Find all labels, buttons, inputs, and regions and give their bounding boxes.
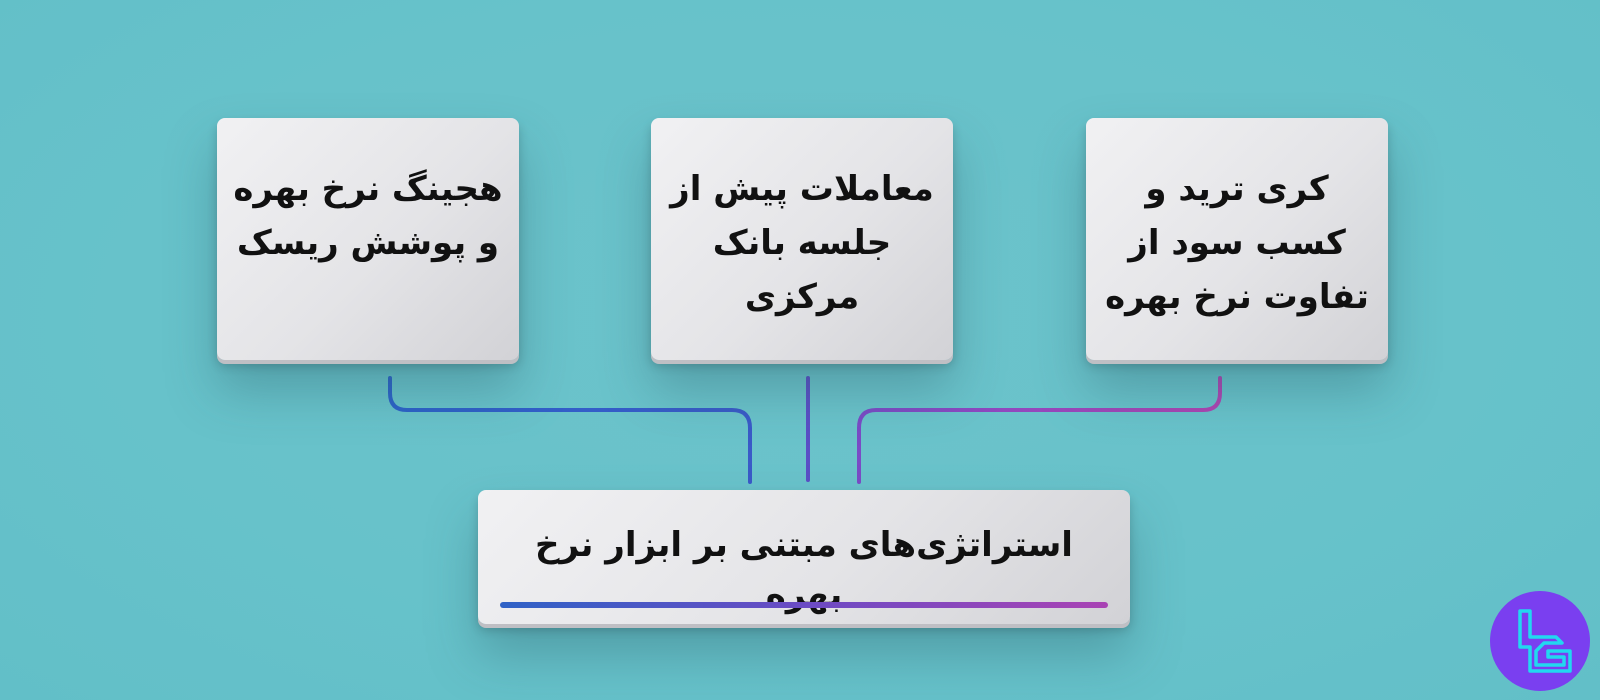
strategy-box-hedging: هجینگ نرخ بهره و پوشش ریسک [217,118,519,360]
brand-logo-icon [1490,591,1590,691]
strategy-label-hedging: هجینگ نرخ بهره و پوشش ریسک [233,169,503,263]
strategy-box-carry-trade: کری ترید و کسب سود از تفاوت نرخ بهره [1086,118,1388,360]
gradient-underline-bar [500,602,1108,608]
strategy-label-carry-trade: کری ترید و کسب سود از تفاوت نرخ بهره [1105,169,1369,317]
connector-left [388,376,752,484]
strategy-box-central-bank: معاملات پیش از جلسه بانک مرکزی [651,118,953,360]
central-topic-label: استراتژی‌های مبتنی بر ابزار نرخ بهره [535,525,1073,615]
connector-right [857,376,1222,484]
central-topic-box: استراتژی‌های مبتنی بر ابزار نرخ بهره [478,490,1130,624]
strategy-label-central-bank: معاملات پیش از جلسه بانک مرکزی [670,169,934,317]
brand-logo-glyph [1518,609,1572,673]
